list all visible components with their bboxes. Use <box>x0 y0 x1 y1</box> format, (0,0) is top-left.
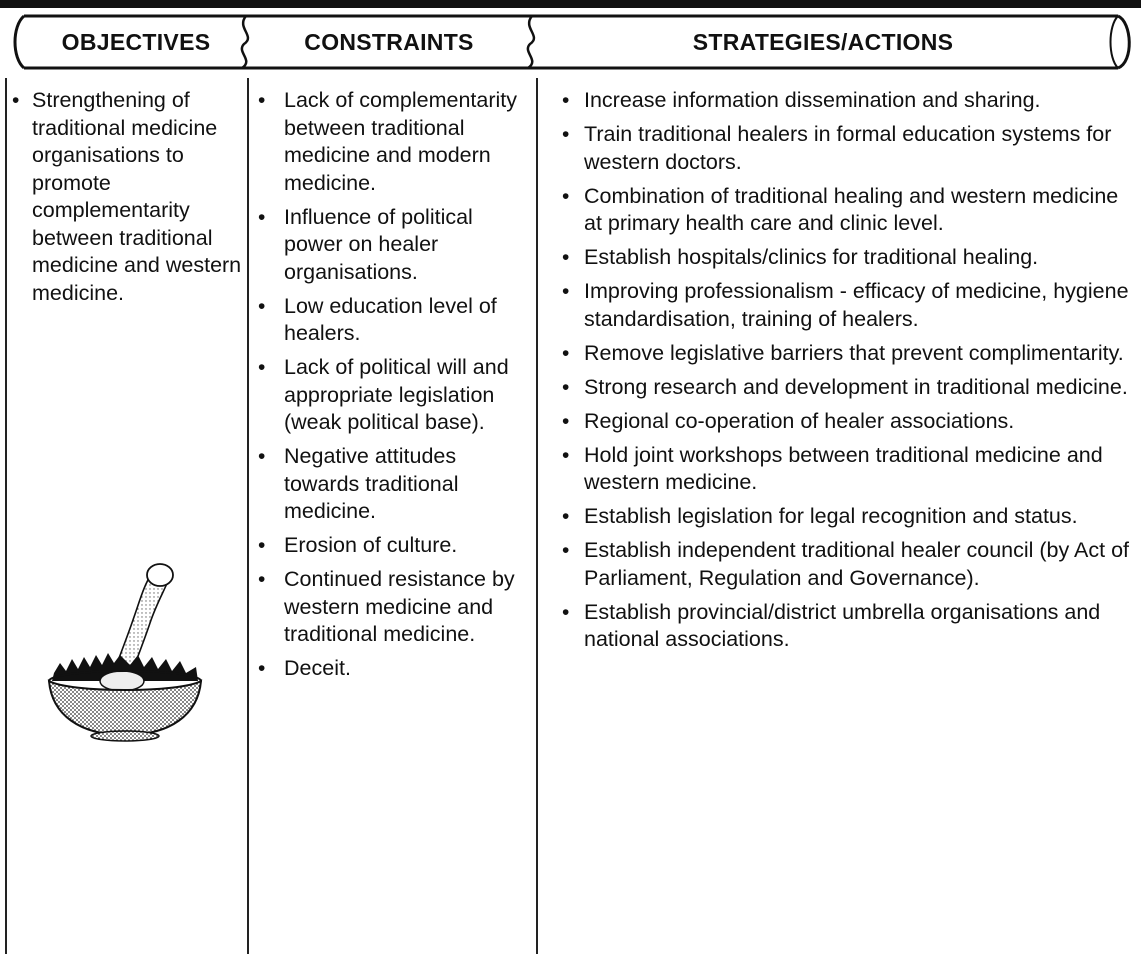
scroll-banner-shape <box>13 14 1131 70</box>
column-divider-left <box>5 78 7 954</box>
constraint-text: Erosion of culture. <box>284 533 458 557</box>
strategy-text: Establish hospitals/clinics for traditio… <box>584 245 1039 269</box>
constraint-item: • Influence of political power on healer … <box>258 204 530 287</box>
objectives-list: • Strengthening of traditional medicine … <box>12 87 242 307</box>
strategy-text: Increase information dissemination and s… <box>584 88 1041 112</box>
objective-text: Strengthening of traditional medicine or… <box>32 88 242 305</box>
bullet: • <box>562 123 570 146</box>
top-rule <box>0 0 1141 8</box>
strategy-text: Establish independent traditional healer… <box>584 538 1130 590</box>
strategy-item: • Establish provincial/district umbrella … <box>562 599 1140 654</box>
strategy-item: • Improving professionalism - efficacy of… <box>562 278 1140 333</box>
header-constraints: CONSTRAINTS <box>304 28 474 55</box>
constraint-text: Negative attitudes towards traditional m… <box>284 444 459 523</box>
constraint-item: • Continued resistance by western medicin… <box>258 566 530 649</box>
header-objectives: OBJECTIVES <box>61 28 211 55</box>
header-banner <box>10 14 1132 70</box>
bullet: • <box>562 409 570 433</box>
strategies-list: • Increase information dissemination and … <box>562 87 1140 660</box>
bullet: • <box>562 600 570 624</box>
constraint-item: • Low education level of healers. <box>258 293 530 348</box>
bullet: • <box>258 294 266 318</box>
objective-item: • Strengthening of traditional medicine … <box>12 87 242 307</box>
constraint-text: Continued resistance by western medicine… <box>284 567 515 646</box>
strategy-item: • Combination of traditional healing and … <box>562 183 1140 238</box>
column-divider-right <box>536 78 538 954</box>
strategy-item: • Establish hospitals/clinics for traditi… <box>562 244 1140 272</box>
strategy-text: Strong research and development in tradi… <box>584 374 1128 399</box>
bullet: • <box>258 657 266 680</box>
bullet: • <box>562 539 570 562</box>
header-strategies: STRATEGIES/ACTIONS <box>692 28 954 55</box>
constraint-item: • Negative attitudes towards traditional … <box>258 443 530 526</box>
strategy-text: Hold joint workshops between traditional… <box>584 442 1103 495</box>
constraint-item: • Lack of complementarity between traditi… <box>258 87 530 197</box>
bullet: • <box>562 341 570 365</box>
constraint-text: Lack of political will and appropriate l… <box>284 355 509 434</box>
strategy-text: Train traditional healers in formal educ… <box>584 122 1112 174</box>
strategy-item: • Establish independent traditional heale… <box>562 537 1140 592</box>
constraint-item: • Deceit. <box>258 655 530 683</box>
bullet: • <box>562 443 570 467</box>
strategy-text: Establish provincial/district umbrella o… <box>584 599 1101 652</box>
bullet: • <box>258 568 266 591</box>
constraint-item: • Erosion of culture. <box>258 532 530 560</box>
bullet: • <box>562 89 570 112</box>
bullet: • <box>258 205 266 229</box>
bullet: • <box>562 184 570 208</box>
bullet: • <box>562 246 570 269</box>
constraint-text: Low education level of healers. <box>284 293 497 346</box>
strategy-text: Combination of traditional healing and w… <box>584 183 1119 236</box>
bullet: • <box>258 445 266 468</box>
strategy-text: Improving professionalism - efficacy of … <box>584 279 1129 331</box>
bullet: • <box>12 89 20 112</box>
bullet: • <box>258 89 266 112</box>
strategy-item: • Regional co-operation of healer associa… <box>562 408 1140 436</box>
strategy-text: Regional co-operation of healer associat… <box>584 408 1015 433</box>
constraint-item: • Lack of political will and appropriate … <box>258 354 530 437</box>
strategy-item: • Remove legislative barriers that preven… <box>562 340 1140 368</box>
bullet: • <box>562 280 570 303</box>
bullet: • <box>562 375 570 399</box>
strategy-item: • Strong research and development in trad… <box>562 374 1140 402</box>
mortar-and-pestle-icon <box>40 555 210 745</box>
strategy-text: Remove legislative barriers that prevent… <box>584 340 1124 365</box>
strategy-item: • Train traditional healers in formal edu… <box>562 121 1140 176</box>
bullet: • <box>258 356 266 379</box>
strategy-text: Establish legislation for legal recognit… <box>584 504 1078 528</box>
constraints-list: • Lack of complementarity between traditi… <box>258 87 530 689</box>
column-divider-middle <box>247 78 249 954</box>
constraint-text: Influence of political power on healer o… <box>284 204 473 284</box>
strategy-item: • Establish legislation for legal recogni… <box>562 503 1140 531</box>
strategy-item: • Hold joint workshops between traditiona… <box>562 442 1140 497</box>
bullet: • <box>258 534 266 557</box>
constraint-text: Lack of complementarity between traditio… <box>284 88 518 195</box>
bullet: • <box>562 505 570 528</box>
strategy-item: • Increase information dissemination and … <box>562 87 1140 115</box>
constraint-text: Deceit. <box>284 656 351 680</box>
